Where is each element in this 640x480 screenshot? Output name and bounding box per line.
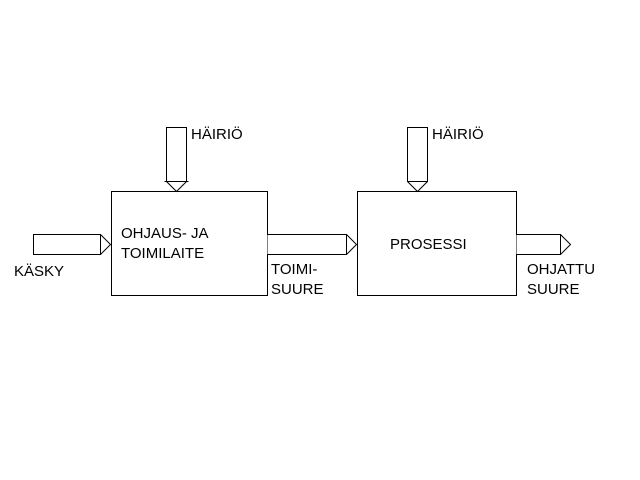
controlled-variable-label-line2: SUURE	[527, 281, 580, 298]
disturbance-label-1: HÄIRIÖ	[191, 125, 243, 143]
controller-label-line1: OHJAUS- JA	[121, 225, 209, 242]
controlled-variable-label-line1: OHJATTU	[527, 261, 595, 278]
controller-block	[111, 191, 268, 296]
disturbance-label-2: HÄIRIÖ	[432, 125, 484, 143]
manipulated-variable-label-line1: TOIMI-	[271, 261, 317, 278]
command-arrow	[33, 234, 112, 255]
command-label: KÄSKY	[14, 263, 64, 280]
disturbance-arrow-1	[164, 127, 189, 193]
manipulated-variable-arrow	[267, 234, 358, 255]
controller-label-line2: TOIMILAITE	[121, 245, 204, 262]
process-block	[357, 191, 517, 296]
manipulated-variable-label-line2: SUURE	[271, 281, 324, 298]
controlled-variable-arrow	[516, 234, 572, 255]
disturbance-arrow-2	[407, 127, 428, 193]
process-label: PROSESSI	[390, 236, 467, 253]
